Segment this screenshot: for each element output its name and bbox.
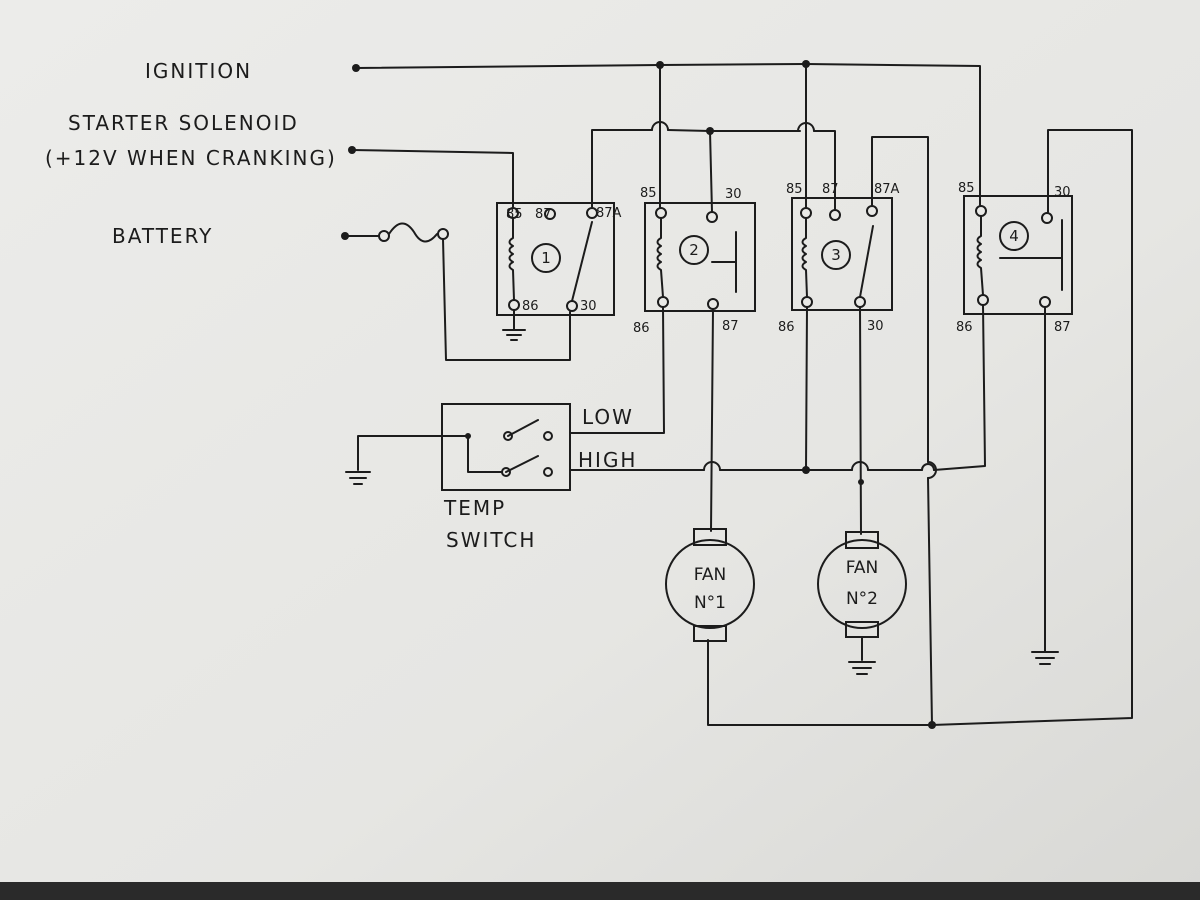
relay-1: 1 85 87 87A 86 30 <box>496 202 622 341</box>
relay-4: 4 85 30 86 87 <box>956 181 1073 665</box>
relay2-to-fan1-wire <box>710 308 714 532</box>
relay-1-pin-87: 87 <box>535 207 552 222</box>
relay-4-number: 4 <box>1009 227 1019 245</box>
fan-1: FAN N°1 <box>665 528 755 642</box>
relay1-87a-wire <box>591 121 836 213</box>
fan-1-label-2: N°1 <box>694 593 726 613</box>
relay-3-pin-30: 30 <box>867 319 884 334</box>
temp-switch-label-2: SWITCH <box>446 528 536 552</box>
relay-3-pin-87: 87 <box>822 182 839 197</box>
relay-3-number: 3 <box>831 246 841 264</box>
fan-2: FAN N°2 <box>817 531 907 675</box>
relay-1-number: 1 <box>541 249 551 267</box>
high-label: HIGH <box>578 448 637 472</box>
relay-1-badge <box>531 243 561 273</box>
relay-1-pin-86: 86 <box>522 299 539 314</box>
starter-solenoid-label: STARTER SOLENOID <box>68 111 299 135</box>
relay-2-badge <box>679 235 709 265</box>
relay-2-number: 2 <box>689 241 699 259</box>
starter-solenoid-wire <box>348 146 514 208</box>
relay-3: 3 85 87 87A 86 30 <box>778 182 900 335</box>
relay-2-pin-87: 87 <box>722 319 739 334</box>
battery-fuse <box>341 222 571 361</box>
relay-4-pin-30: 30 <box>1054 185 1071 200</box>
fan-1-label-1: FAN <box>694 565 727 585</box>
relay-2: 2 85 30 86 87 <box>633 186 756 336</box>
relay-2-pin-30: 30 <box>725 187 742 202</box>
relay-3-badge <box>821 240 851 270</box>
low-label: LOW <box>582 405 634 429</box>
battery-label: BATTERY <box>112 224 213 248</box>
low-wire <box>569 306 665 434</box>
ignition-bus <box>352 60 981 209</box>
relay-1-pin-85: 85 <box>506 207 523 222</box>
temp-switch: TEMP SWITCH LOW HIGH <box>345 403 637 552</box>
fan-2-label-2: N°2 <box>846 589 878 609</box>
relay-1-pin-30: 30 <box>580 299 597 314</box>
ignition-label: IGNITION <box>145 59 252 83</box>
relay3-to-fan2-wire <box>858 306 864 535</box>
relay-4-badge <box>999 221 1029 251</box>
temp-switch-label-1: TEMP <box>443 496 506 520</box>
bottom-edge-shadow <box>0 882 1200 900</box>
relay-4-pin-87: 87 <box>1054 320 1071 335</box>
relay-3-pin-87a: 87A <box>874 182 900 197</box>
fan-2-label-1: FAN <box>846 558 879 578</box>
relay-2-pin-86: 86 <box>633 321 650 336</box>
relay-3-pin-85: 85 <box>786 182 803 197</box>
relay-2-pin-85: 85 <box>640 186 657 201</box>
relay-4-pin-86: 86 <box>956 320 973 335</box>
relay-4-pin-85: 85 <box>958 181 975 196</box>
relay-3-pin-86: 86 <box>778 320 795 335</box>
relay-1-pin-87a: 87A <box>596 206 622 221</box>
starter-note-label: (+12V WHEN CRANKING) <box>45 146 337 170</box>
